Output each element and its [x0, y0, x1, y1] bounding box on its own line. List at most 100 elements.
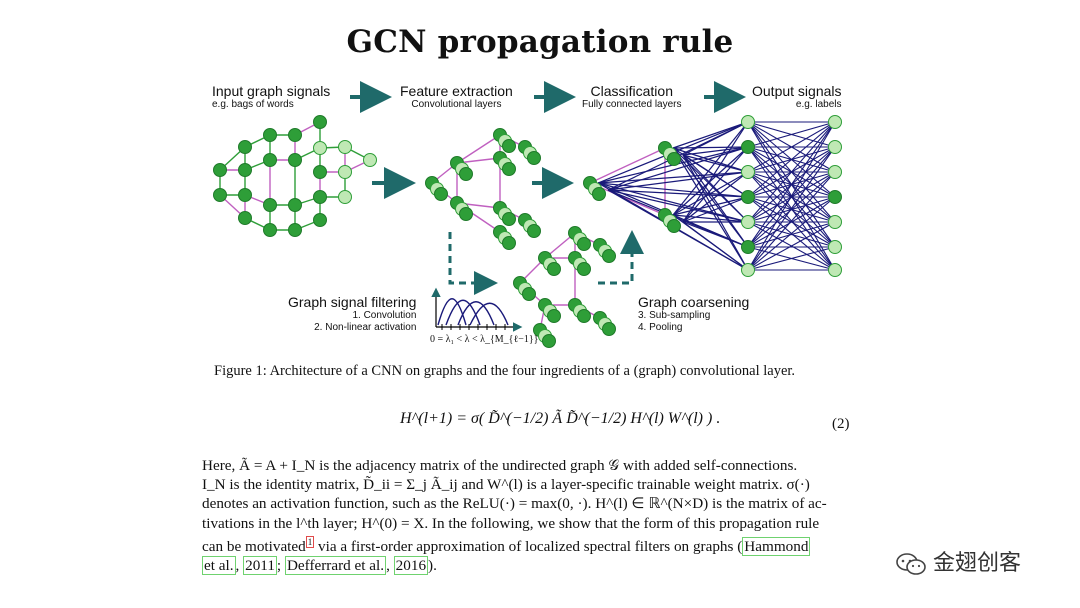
graph-edge [747, 196, 836, 248]
stage-output-label: Output signals e.g. labels [752, 83, 842, 111]
graph-node [263, 153, 277, 167]
coarsening-item1: 3. Sub-sampling [638, 310, 711, 321]
graph-node [667, 219, 681, 233]
coarsening-title: Graph coarsening [638, 294, 750, 310]
graph-edge [456, 134, 501, 164]
para-line-6: et al., 2011; Defferrard et al., 2016). [202, 556, 437, 576]
graph-node [577, 309, 591, 323]
graph-node [263, 128, 277, 142]
graph-edge [747, 221, 836, 248]
graph-node [828, 115, 842, 129]
graph-edge [597, 171, 749, 184]
graph-node [459, 167, 473, 181]
graph-node [522, 287, 536, 301]
watermark-text: 金翅创客 [933, 551, 1022, 576]
stage-filtering-label: Graph signal filtering 1. Convolution 2.… [288, 294, 416, 334]
graph-node [288, 153, 302, 167]
graph-edge [682, 154, 749, 248]
graph-edge [682, 146, 749, 156]
graph-node [828, 165, 842, 179]
graph-node [238, 163, 252, 177]
graph-node [313, 213, 327, 227]
graph-node [741, 215, 755, 229]
graph-node [602, 249, 616, 263]
graph-edge [672, 147, 749, 248]
stage-input-label: Input graph signals e.g. bags of words [212, 83, 330, 111]
graph-node [313, 141, 327, 155]
citation-hammond-etal[interactable]: et al. [202, 556, 236, 576]
graph-edge [747, 196, 836, 271]
filtering-item1: 1. Convolution [352, 310, 417, 321]
citation-year-2011[interactable]: 2011 [243, 556, 277, 576]
citation-year-2016[interactable]: 2016 [393, 556, 429, 576]
graph-edge [682, 154, 749, 271]
citation-hammond[interactable]: Hammond [742, 536, 811, 556]
footnote-link[interactable]: 1 [305, 535, 315, 548]
graph-node [667, 152, 681, 166]
graph-edge [607, 171, 749, 191]
classification-sub: Fully connected layers [582, 99, 682, 110]
coarsening-item2: 4. Pooling [638, 322, 683, 333]
classification-title: Classification [590, 83, 673, 99]
arrow-dashed-down [448, 232, 498, 295]
graph-edge [747, 171, 836, 271]
graph-edge [682, 154, 749, 173]
graph-edge [747, 121, 836, 148]
graph-node [238, 188, 252, 202]
graph-edge [672, 121, 749, 216]
para-line-4: tivations in the l^th layer; H^(0) = X. … [202, 514, 820, 532]
input-title: Input graph signals [212, 83, 331, 99]
graph-node [338, 190, 352, 204]
graph-node [577, 237, 591, 251]
graph-edge [747, 121, 836, 173]
graph-edge [747, 246, 836, 271]
graph-node [502, 236, 516, 250]
graph-edge [589, 147, 666, 184]
graph-node [828, 240, 842, 254]
stage-feature-label: Feature extraction Convolutional layers [400, 83, 513, 111]
graph-node [288, 128, 302, 142]
graph-node [263, 223, 277, 237]
graph-edge [682, 171, 749, 223]
watermark: 金翅创客 [895, 545, 1021, 577]
filtering-item2: 2. Non-linear activation [314, 322, 417, 333]
graph-node [338, 165, 352, 179]
spectral-filter-plot: 0 = λ₁ < λ < λ_{M_{ℓ−1}} [430, 287, 538, 345]
flow-arrows [350, 81, 746, 295]
graph-edge [747, 146, 836, 271]
graph-node [741, 263, 755, 277]
graph-node [741, 165, 755, 179]
graph-edge [682, 121, 749, 156]
graph-edge [682, 146, 749, 223]
graph-node [313, 165, 327, 179]
equation: H^(l+1) = σ( D̃^(−1/2) Ã D̃^(−1/2) H^(l)… [400, 410, 721, 427]
graph-edge [682, 221, 749, 248]
figure-caption: Figure 1: Architecture of a CNN on graph… [214, 363, 796, 379]
graph-edge [672, 214, 749, 223]
graph-node [238, 211, 252, 225]
graph-node [542, 334, 556, 348]
graph-edge [456, 157, 501, 164]
graph-node [741, 140, 755, 154]
graph-node [363, 153, 377, 167]
graph-node [828, 263, 842, 277]
graph-node [741, 240, 755, 254]
graph-edge [682, 154, 749, 198]
graph-node [547, 309, 561, 323]
graph-node [459, 207, 473, 221]
arrow-dashed-up [598, 230, 644, 285]
graph-node [828, 215, 842, 229]
graph-edge [597, 182, 749, 223]
graph-edge [747, 171, 836, 248]
graph-edge [672, 196, 749, 216]
graph-edge [747, 121, 836, 271]
citation-defferrard[interactable]: Defferrard et al. [284, 556, 387, 576]
graph-node [434, 187, 448, 201]
graph-node [527, 151, 541, 165]
equation-number: (2) [832, 416, 850, 432]
graph-node [213, 163, 227, 177]
graph-node [828, 140, 842, 154]
stage-coarsening-label: Graph coarsening 3. Sub-sampling 4. Pool… [638, 294, 749, 334]
graph-edge [747, 121, 836, 223]
